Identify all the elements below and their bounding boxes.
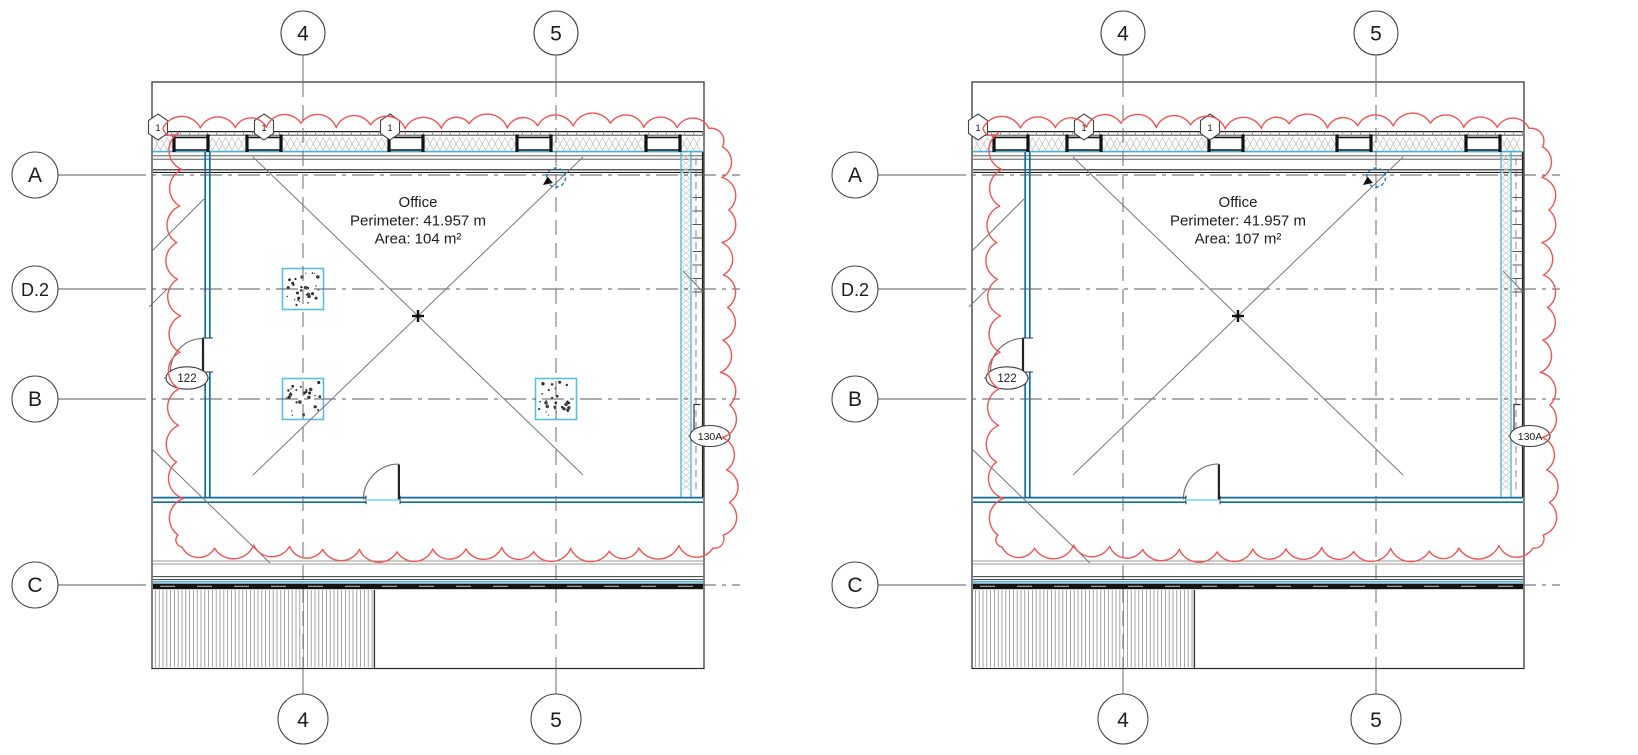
- wall-panel: [994, 136, 1028, 151]
- door-tag-122: [165, 366, 209, 390]
- reference-arrow: [1363, 176, 1373, 185]
- grid-bubble-label: A: [848, 164, 862, 187]
- grid-bubble-label: 4: [1117, 709, 1129, 732]
- break-line: [151, 198, 205, 252]
- grid-bubble-label: B: [848, 388, 862, 411]
- grid-bubble-label: 5: [550, 709, 562, 732]
- revision-cloud-group: [162, 112, 739, 563]
- grid-bubble-B: [11, 375, 59, 423]
- room-label-perimeter: Perimeter: 41.957 m: [1170, 213, 1306, 230]
- wall-panel: [1466, 136, 1500, 151]
- wall-panel: [247, 136, 281, 151]
- insulation-hatch: [153, 136, 701, 152]
- grid-bubble-D.2: [11, 265, 59, 313]
- door-tag-122: [985, 366, 1029, 390]
- keynote-label: 1: [155, 123, 160, 134]
- door-tag-label: 122: [177, 373, 196, 385]
- grid-bubble-label: 4: [297, 23, 309, 46]
- break-line: [968, 288, 988, 308]
- keynote-hexagon: [147, 113, 169, 141]
- grid-bubble-4-top: [280, 10, 326, 56]
- room-label-name: Office: [1219, 194, 1258, 211]
- reference-arrow: [543, 176, 553, 185]
- keynote-label: 1: [975, 123, 980, 134]
- break-line: [971, 198, 1025, 252]
- wall-hatch: [1501, 153, 1511, 491]
- wall-panel: [1337, 136, 1371, 151]
- door-swing: [989, 337, 1024, 372]
- wall-hatch: [681, 153, 691, 491]
- grid-bubble-A: [11, 151, 59, 199]
- keynote-label: 1: [387, 123, 392, 134]
- grid-bubble-label: 4: [1117, 23, 1129, 46]
- grid-bubble-5-top: [533, 10, 579, 56]
- grid-bubble-4-top: [1100, 10, 1146, 56]
- grid-bubble-B: [831, 375, 879, 423]
- revision-cloud-group: [982, 112, 1559, 563]
- wall-hatch: [681, 153, 691, 491]
- grid-bubble-C: [11, 561, 59, 609]
- grid-bubble-C: [831, 561, 879, 609]
- door-swing: [1182, 463, 1219, 500]
- grid-bubble-label: 5: [550, 23, 562, 46]
- grid-bubble-label: 5: [1370, 23, 1382, 46]
- grid-bubble-label: 5: [1370, 709, 1382, 732]
- grid-bubble-4-bottom: [277, 693, 329, 745]
- wall-panel: [1209, 136, 1243, 151]
- door-tag-130A: [1509, 424, 1551, 448]
- wall-panel: [389, 136, 423, 151]
- wall-panel: [646, 136, 680, 151]
- grid-bubble-label: C: [847, 574, 862, 597]
- wall-panel: [517, 136, 551, 151]
- room-label-area: Area: 107 m²: [1195, 231, 1282, 248]
- grid-bubble-label: D.2: [841, 280, 869, 300]
- grid-bubble-label: 4: [297, 709, 309, 732]
- grid-bubble-D.2: [831, 265, 879, 313]
- grid-bubble-label: D.2: [21, 280, 49, 300]
- door-jamb-mark: [1513, 403, 1521, 430]
- room-label-perimeter: Perimeter: 41.957 m: [350, 213, 486, 230]
- keynote-label: 1: [261, 123, 266, 134]
- door-tag-label: 122: [997, 373, 1016, 385]
- wall-hatch: [1501, 153, 1511, 491]
- wall-panel: [174, 136, 208, 151]
- room-label-area: Area: 104 m²: [375, 231, 462, 248]
- keynote-label: 1: [1207, 123, 1212, 134]
- keynote-label: 1: [1081, 123, 1086, 134]
- reference-circle: [1365, 167, 1387, 188]
- grid-bubble-label: C: [27, 574, 42, 597]
- revision-cloud: [162, 112, 739, 563]
- break-line: [148, 288, 168, 308]
- grid-bubble-5-bottom: [530, 693, 582, 745]
- grid-bubble-A: [831, 151, 879, 199]
- room-label-name: Office: [399, 194, 438, 211]
- break-line: [151, 448, 271, 564]
- door-swing: [362, 463, 399, 500]
- grid-bubble-4-bottom: [1097, 693, 1149, 745]
- door-tag-label: 130A: [1518, 431, 1543, 443]
- view-crop-border: [971, 81, 1525, 670]
- reference-circle: [545, 167, 567, 188]
- insulation-hatch: [973, 136, 1521, 152]
- revision-cloud: [982, 112, 1559, 563]
- insulation-hatch: [153, 136, 701, 152]
- door-tag-130A: [689, 424, 731, 448]
- door-swing: [169, 337, 204, 372]
- view-crop-border: [151, 81, 705, 670]
- door-tag-label: 130A: [698, 431, 723, 443]
- wall-panel: [1067, 136, 1101, 151]
- break-line: [971, 448, 1091, 564]
- grid-bubble-label: B: [28, 388, 42, 411]
- insulation-hatch: [973, 136, 1521, 152]
- keynote-hexagon: [967, 113, 989, 141]
- grid-bubble-label: A: [28, 164, 42, 187]
- grid-bubble-5-top: [1353, 10, 1399, 56]
- grid-bubble-5-bottom: [1350, 693, 1402, 745]
- door-jamb-mark: [693, 403, 701, 430]
